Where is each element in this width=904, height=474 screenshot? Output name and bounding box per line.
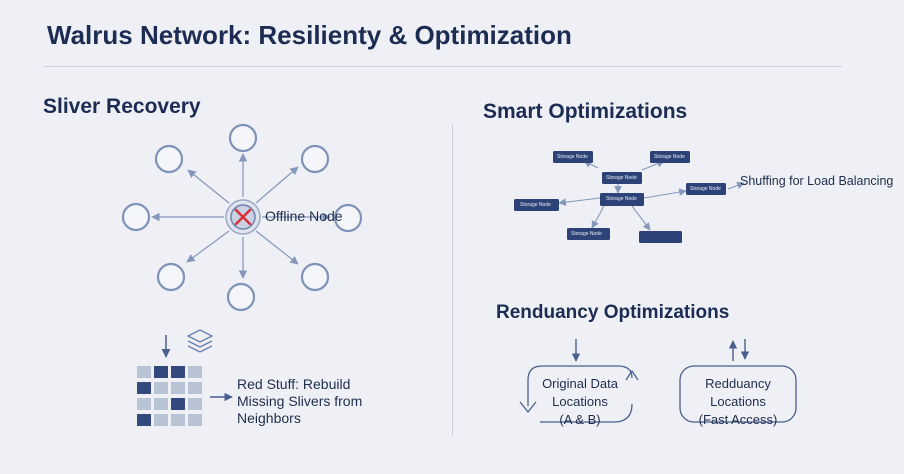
node-chip-label: Storage Node xyxy=(606,196,637,202)
link xyxy=(591,205,605,229)
grid-cell xyxy=(137,398,151,410)
grid-cell xyxy=(137,366,151,378)
offline-x-icon xyxy=(234,208,252,226)
link xyxy=(643,188,687,199)
sliver-recovery-heading: Sliver Recovery xyxy=(43,95,201,118)
node-chip xyxy=(553,151,593,163)
node-nw xyxy=(154,144,184,174)
node-sw xyxy=(156,262,186,292)
layers-icon xyxy=(187,329,213,353)
offline-node xyxy=(225,199,261,235)
node-chip xyxy=(650,151,690,163)
redundancy-heading: Renduancy Optimizations xyxy=(496,302,730,323)
node-chip-label: Storage Node xyxy=(690,186,721,192)
spoke-se xyxy=(255,230,299,265)
grid-cell xyxy=(154,382,168,394)
neighbor-nodes xyxy=(121,123,363,312)
spoke-ne xyxy=(255,166,299,204)
up-down-arrows-icon xyxy=(728,339,750,361)
spoke-sw xyxy=(186,230,230,263)
redundancy-box xyxy=(679,365,797,423)
red-stuff-line: Red Stuff: Rebuild xyxy=(237,376,351,392)
link xyxy=(558,197,601,206)
red-stuff-text: Red Stuff: Rebuild Missing Slivers from … xyxy=(237,376,362,427)
redundancy-locations-label: Redduancy Locations (Fast Access) xyxy=(682,375,794,429)
box-a-line: Locations xyxy=(552,394,608,409)
shuffle-label: Shuffing for Load Balancing xyxy=(740,174,894,188)
node-s xyxy=(226,282,256,312)
page-title: Walrus Network: Resilienty & Optimizatio… xyxy=(47,20,572,50)
cycle-arrow-icon xyxy=(519,401,537,414)
node-e xyxy=(333,203,363,233)
title-divider xyxy=(44,66,842,67)
original-data-label: Original Data Locations (A & B) xyxy=(530,375,630,429)
link xyxy=(631,205,651,231)
offline-node-label: Offline Node xyxy=(265,208,343,224)
box-a-line: (A & B) xyxy=(559,412,601,427)
node-ne xyxy=(300,144,330,174)
smart-optimizations-heading: Smart Optimizations xyxy=(483,100,688,123)
box-b-line: (Fast Access) xyxy=(698,412,778,427)
node-chip-label: Storage Node xyxy=(557,154,588,160)
sliver-grid xyxy=(137,366,202,426)
original-data-box xyxy=(519,365,639,423)
node-chip xyxy=(600,193,644,206)
box-a-line: Original Data xyxy=(542,376,618,391)
node-w xyxy=(121,202,151,232)
node-chip xyxy=(686,183,726,195)
grid-cell xyxy=(171,366,185,378)
red-stuff-line: Missing Slivers from xyxy=(237,393,363,409)
grid-cell xyxy=(171,398,185,410)
grid-cell xyxy=(171,414,185,426)
grid-cell xyxy=(188,414,202,426)
grid-cell xyxy=(154,414,168,426)
node-chip-label: Storage Node xyxy=(520,202,551,208)
node-chips xyxy=(514,151,726,243)
column-divider xyxy=(452,124,453,436)
grid-cell xyxy=(188,398,202,410)
node-chip xyxy=(567,228,610,240)
grid-cell xyxy=(188,382,202,394)
red-stuff-line: Neighbors xyxy=(237,410,301,426)
node-chip xyxy=(602,172,642,184)
grid-cell xyxy=(154,398,168,410)
node-se xyxy=(300,262,330,292)
node-chip-label: Storage Node xyxy=(654,154,685,160)
node-n xyxy=(228,123,258,153)
node-chip-label: Storage Node xyxy=(606,175,637,181)
grid-cell xyxy=(154,366,168,378)
link xyxy=(727,181,745,190)
cycle-arrow-icon xyxy=(625,369,639,381)
box-b-line: Redduancy xyxy=(705,376,771,391)
grid-cell xyxy=(188,366,202,378)
box-b-line: Locations xyxy=(710,394,766,409)
node-chip xyxy=(639,231,682,243)
node-chip xyxy=(514,199,559,211)
spoke-nw xyxy=(187,169,230,204)
grid-cell xyxy=(171,382,185,394)
grid-cell xyxy=(137,382,151,394)
recovery-spokes xyxy=(151,153,331,279)
grid-cell xyxy=(137,414,151,426)
node-chip-label: Storage Node xyxy=(571,231,602,237)
shuffle-links xyxy=(558,160,745,231)
